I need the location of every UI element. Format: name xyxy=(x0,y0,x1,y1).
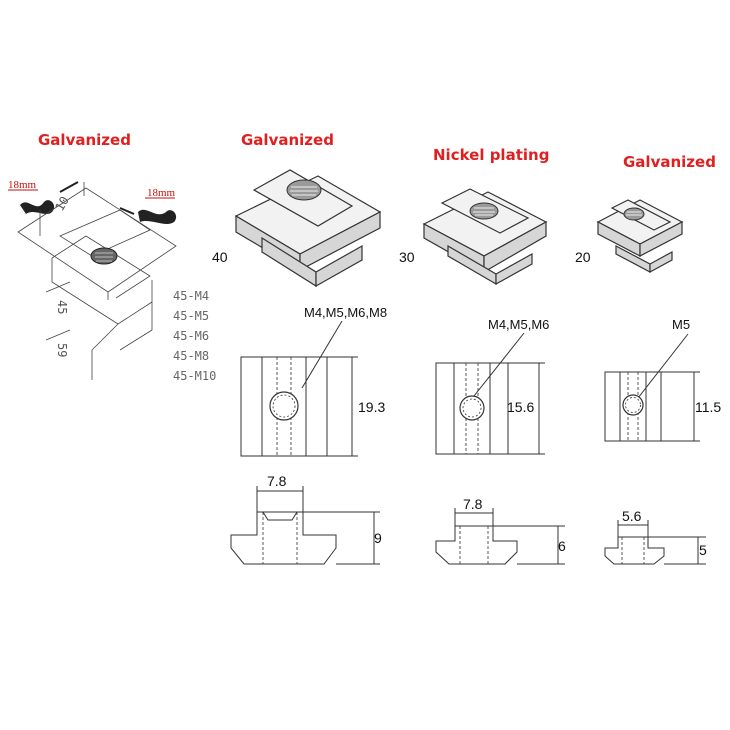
spec-item: 45-M4 xyxy=(173,289,209,303)
nut-20-3d-view xyxy=(596,199,684,274)
thickness-dimension: 5 xyxy=(699,542,707,558)
thickness-dimension: 9 xyxy=(374,530,382,546)
thread-sizes: M4,M5,M6 xyxy=(488,317,549,332)
nut-40-3d-view xyxy=(234,169,382,288)
spec-item: 45-M5 xyxy=(173,309,209,323)
nut-30-section: Nickel plating 30 M4,M5,M6 15.6 7.8 xyxy=(399,146,566,565)
thread-hole-icon xyxy=(286,179,322,201)
nut-40-side-view: 7.8 9 xyxy=(230,473,382,565)
top-width-dimension: 5.6 xyxy=(622,508,642,524)
thread-hole-icon xyxy=(459,395,485,421)
dim-18mm-right: 18mm xyxy=(147,187,176,199)
dim-ten: 10 xyxy=(52,194,71,214)
dim-18mm-left: 18mm xyxy=(8,179,37,191)
nut-size-label: 20 xyxy=(575,249,591,265)
nut-title: Nickel plating xyxy=(433,146,549,164)
nut-40-top-view: M4,M5,M6,M8 19.3 xyxy=(240,305,387,457)
height-dimension: 19.3 xyxy=(358,399,385,415)
nut-40-section: Galvanized 40 M4,M5,M6,M8 19.3 xyxy=(212,131,387,565)
scribble-right-icon xyxy=(138,209,177,224)
thread-hole-icon xyxy=(90,247,118,265)
spec-item: 45-M6 xyxy=(173,329,209,343)
height-dimension: 15.6 xyxy=(507,399,534,415)
nut-size-label: 40 xyxy=(212,249,228,265)
nut-20-top-view: M5 11.5 xyxy=(604,317,721,442)
left-section: Galvanized 18mm 18mm 10 45 59 45-M4 45-M… xyxy=(8,131,216,383)
spec-item: 45-M10 xyxy=(173,369,216,383)
thread-hole-icon xyxy=(469,202,499,220)
nut-30-3d-view xyxy=(422,188,548,286)
left-title: Galvanized xyxy=(38,131,131,149)
nut-20-side-view: 5.6 5 xyxy=(604,508,707,565)
thread-hole-icon xyxy=(623,207,645,221)
nut-size-label: 30 xyxy=(399,249,415,265)
height-dimension: 11.5 xyxy=(695,399,721,415)
thread-hole-icon xyxy=(622,394,644,416)
dim-45: 45 xyxy=(55,300,69,314)
nut-title: Galvanized xyxy=(623,153,716,171)
scribble-left-icon xyxy=(20,200,55,214)
nut-20-section: Galvanized 20 M5 11.5 5.6 xyxy=(575,153,721,565)
nut-title: Galvanized xyxy=(241,131,334,149)
top-width-dimension: 7.8 xyxy=(267,473,287,489)
nut-30-top-view: M4,M5,M6 15.6 xyxy=(435,317,549,455)
thread-sizes: M4,M5,M6,M8 xyxy=(304,305,387,320)
dim-59: 59 xyxy=(55,343,69,357)
thread-sizes: M5 xyxy=(672,317,690,332)
spec-list: 45-M4 45-M5 45-M6 45-M8 45-M10 xyxy=(173,289,216,383)
thread-hole-icon xyxy=(269,391,299,421)
nut-30-side-view: 7.8 6 xyxy=(435,496,566,565)
spec-item: 45-M8 xyxy=(173,349,209,363)
top-width-dimension: 7.8 xyxy=(463,496,483,512)
thickness-dimension: 6 xyxy=(558,538,566,554)
